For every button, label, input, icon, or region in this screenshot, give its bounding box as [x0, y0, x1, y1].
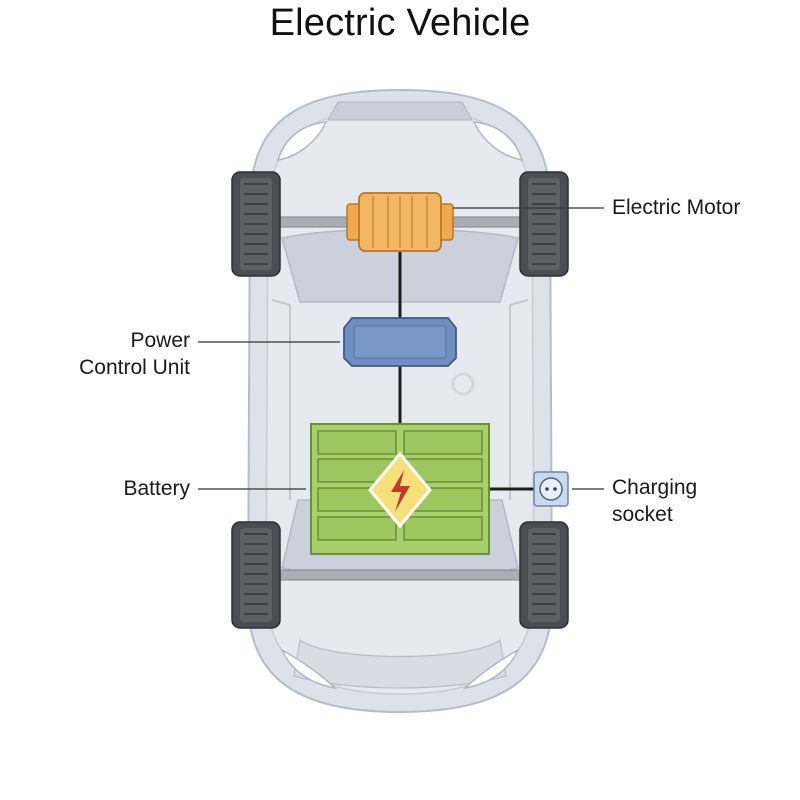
tire-front-right	[519, 171, 569, 277]
label-charging-socket: Charging socket	[612, 474, 697, 528]
rear-axle	[273, 569, 527, 581]
electric-motor	[346, 192, 454, 252]
tire-rear-left	[231, 521, 281, 629]
power-socket-icon	[539, 477, 563, 501]
label-power-control-unit-line1: Power	[130, 329, 190, 352]
headlight-left	[276, 121, 328, 161]
label-power-control-unit-line2: Control Unit	[79, 356, 190, 379]
label-electric-motor: Electric Motor	[612, 196, 741, 219]
label-charging-socket-line1: Charging	[612, 476, 698, 499]
taillight-left	[280, 648, 338, 690]
label-charging-socket-line2: socket	[612, 503, 673, 526]
charging-socket	[533, 471, 569, 507]
label-power-control-unit: Power Control Unit	[40, 327, 190, 381]
diagram-title: Electric Vehicle	[269, 2, 531, 44]
tire-front-left	[231, 171, 281, 277]
taillight-right	[462, 648, 520, 690]
label-battery: Battery	[123, 477, 190, 500]
battery-pack	[310, 423, 490, 555]
tire-rear-right	[519, 521, 569, 629]
lightning-bolt-icon	[391, 470, 410, 512]
power-control-unit	[343, 317, 457, 367]
headlight-right	[472, 121, 524, 161]
